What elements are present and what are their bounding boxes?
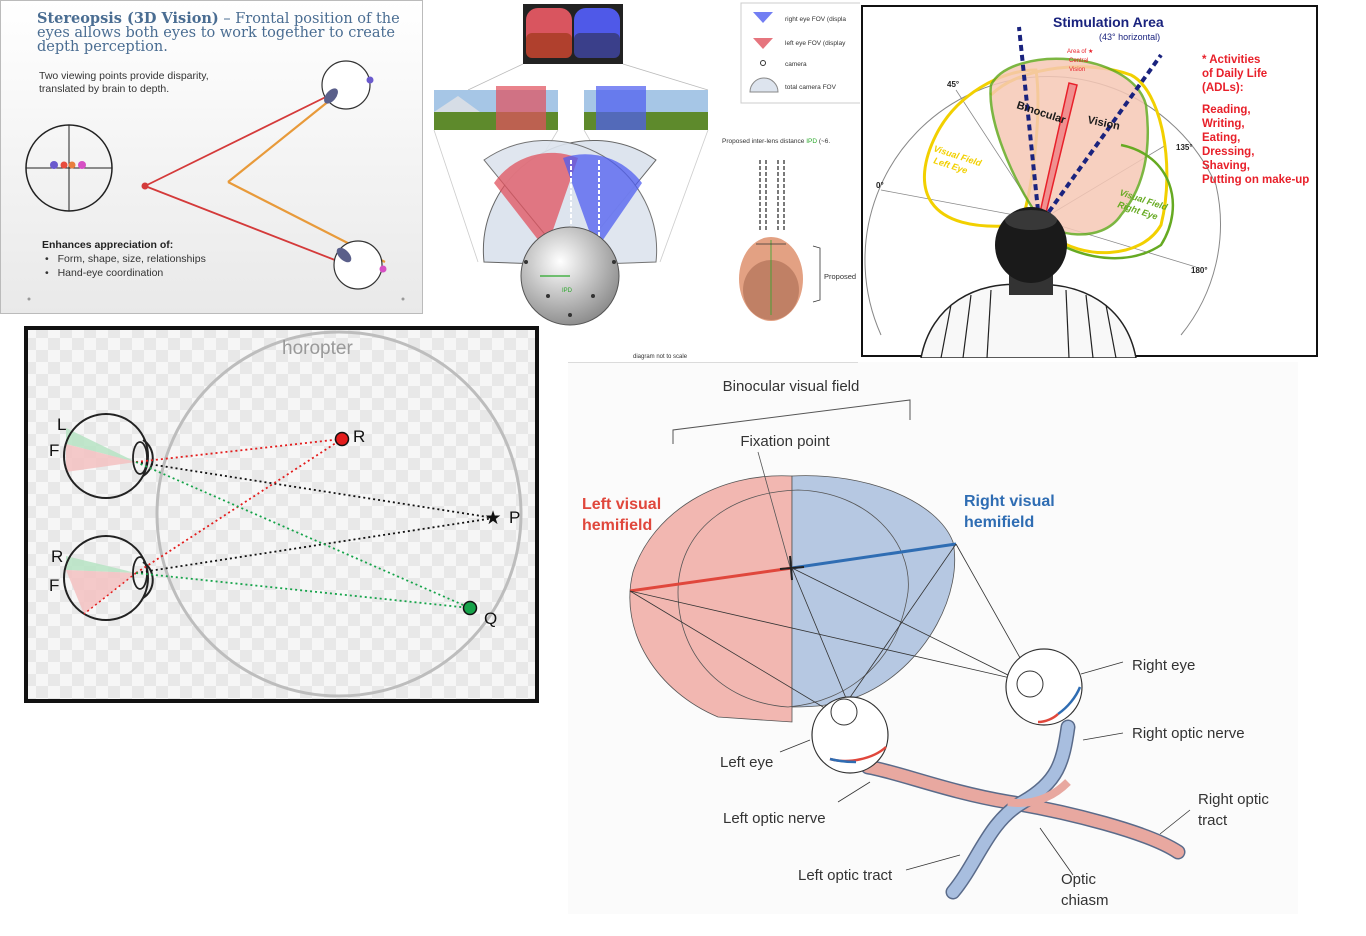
svg-text:Eating,: Eating, <box>1202 132 1240 144</box>
central-label-2: Central <box>1069 58 1088 64</box>
binocular-field-outline <box>677 489 909 708</box>
deg-45-label: 45° <box>947 80 959 89</box>
svg-text:Shaving,: Shaving, <box>1202 160 1250 172</box>
point-p-label: P <box>509 508 520 527</box>
svg-text:* Activities: * Activities <box>1202 54 1260 66</box>
left-hemifield-label-2: hemifield <box>582 517 652 534</box>
svg-text:Dressing,: Dressing, <box>1202 146 1254 158</box>
lower-eye-icon <box>333 240 387 290</box>
right-optic-tract-label-2: tract <box>1198 812 1228 829</box>
svg-text:of Daily Life: of Daily Life <box>1202 68 1267 80</box>
left-landscape <box>434 86 558 130</box>
fixation-point-label: Fixation point <box>740 433 830 450</box>
stim-title: Stimulation Area <box>1053 14 1164 30</box>
left-eye-icon <box>811 696 889 774</box>
stereopsis-body-line2: translated by brain to depth. <box>39 83 169 95</box>
bullet-2: • Hand-eye coordination <box>45 267 163 279</box>
stimulation-area-panel: Stimulation Area (43° horizontal) Area o… <box>861 5 1318 358</box>
stim-subtitle: (43° horizontal) <box>1099 32 1160 42</box>
point-p-star-icon: ★ <box>484 508 501 529</box>
enhances-heading: Enhances appreciation of: <box>42 239 173 251</box>
left-meridian <box>629 566 793 593</box>
left-hemifield-label-1: Left visual <box>582 496 661 513</box>
right-hemifield-label-1: Right visual <box>964 493 1055 510</box>
vr-fov-diagram: IPD right eye FOV (displa left eye FOV (… <box>433 2 860 360</box>
upper-eye-icon <box>321 60 374 110</box>
horopter-circle <box>155 330 523 698</box>
disparity-target <box>25 124 113 212</box>
stereopsis-title: Stereopsis (3D Vision) – Frontal positio… <box>37 10 400 27</box>
fovea-label-1: F <box>49 441 59 460</box>
right-hemifield <box>791 475 956 708</box>
right-eye-icon <box>1005 648 1083 726</box>
adl-list: * Activities of Daily Life (ADLs): Readi… <box>1202 54 1309 186</box>
legend: right eye FOV (displa left eye FOV (disp… <box>740 2 860 104</box>
point-r <box>334 431 350 447</box>
point-r-label: R <box>353 427 365 446</box>
right-eye-label: Right eye <box>1132 657 1195 674</box>
right-optic-nerve-label: Right optic nerve <box>1132 725 1245 742</box>
central-label-3: Vision <box>1069 67 1085 73</box>
visual-pathway-diagram: Binocular visual field Fixation point Le… <box>568 362 1269 909</box>
right-eye-label: R <box>51 547 63 566</box>
proposed-label: Proposed <box>824 272 856 281</box>
vr-fov-panel: IPD right eye FOV (displa left eye FOV (… <box>428 0 860 360</box>
visual-pathway-panel: Binocular visual field Fixation point Le… <box>568 362 1298 914</box>
svg-text:Putting on make-up: Putting on make-up <box>1202 174 1309 186</box>
stereopsis-title-line3: depth perception. <box>37 39 168 55</box>
stereopsis-panel: Stereopsis (3D Vision) – Frontal positio… <box>0 0 423 314</box>
binocular-field-label: Binocular visual field <box>723 378 860 395</box>
left-eye-fov <box>494 152 578 250</box>
left-eye-icon <box>63 413 154 499</box>
left-eye-label: Left eye <box>720 754 773 771</box>
ipd-small-label: IPD <box>562 288 573 294</box>
right-eye-fov <box>563 154 642 250</box>
binocular-field <box>989 57 1149 236</box>
optic-chiasm-label-1: Optic <box>1061 871 1097 888</box>
svg-text:Writing,: Writing, <box>1202 118 1245 130</box>
point-q <box>462 600 478 616</box>
optic-pathway <box>860 719 1186 900</box>
left-optic-nerve-label: Left optic nerve <box>723 810 826 827</box>
left-optic-tract-label: Left optic tract <box>798 867 893 884</box>
right-optic-tract-label-1: Right optic <box>1198 791 1269 808</box>
legend-camera: camera <box>785 61 807 68</box>
horopter-diagram: horopter R ★ P Q L <box>24 326 539 703</box>
bullet-1: • Form, shape, size, relationships <box>45 253 206 265</box>
right-landscape <box>584 86 708 130</box>
horopter-panel: horopter R ★ P Q L <box>24 326 539 703</box>
stereopsis-body-line1: Two viewing points provide disparity, <box>39 70 209 82</box>
scale-note: diagram not to scale <box>633 354 688 360</box>
right-eye-icon <box>63 535 154 621</box>
optic-chiasm-label-2: chiasm <box>1061 892 1109 909</box>
target-dot <box>141 182 149 190</box>
stereopsis-diagram: Stereopsis (3D Vision) – Frontal positio… <box>0 0 423 314</box>
stimulation-area-diagram: Stimulation Area (43° horizontal) Area o… <box>861 5 1318 358</box>
right-meridian <box>791 542 957 570</box>
central-label-1: Area of ★ <box>1067 48 1093 55</box>
deg-180-label: 180° <box>1191 266 1208 275</box>
svg-text:Reading,: Reading, <box>1202 104 1251 116</box>
stereopsis-title-line2: eyes allows both eyes to work together t… <box>37 25 395 41</box>
right-eye-field <box>1060 143 1175 260</box>
deg-135-label: 135° <box>1176 143 1193 152</box>
legend-total-fov: total camera FOV <box>785 84 837 91</box>
legend-right-eye: right eye FOV (displa <box>785 16 846 23</box>
left-hemifield <box>629 475 793 723</box>
svg-text:(ADLs):: (ADLs): <box>1202 82 1244 94</box>
person-back-icon <box>920 207 1137 358</box>
right-hemifield-label-2: hemifield <box>964 514 1034 531</box>
horopter-title: horopter <box>282 338 353 359</box>
ipd-label: Proposed inter-lens distance IPD (~6. <box>722 138 830 145</box>
point-q-label: Q <box>484 609 497 628</box>
deg-0-label: 0° <box>876 181 884 190</box>
left-eye-label: L <box>57 415 66 434</box>
legend-left-eye: left eye FOV (display <box>785 40 846 47</box>
fovea-label-2: F <box>49 576 59 595</box>
